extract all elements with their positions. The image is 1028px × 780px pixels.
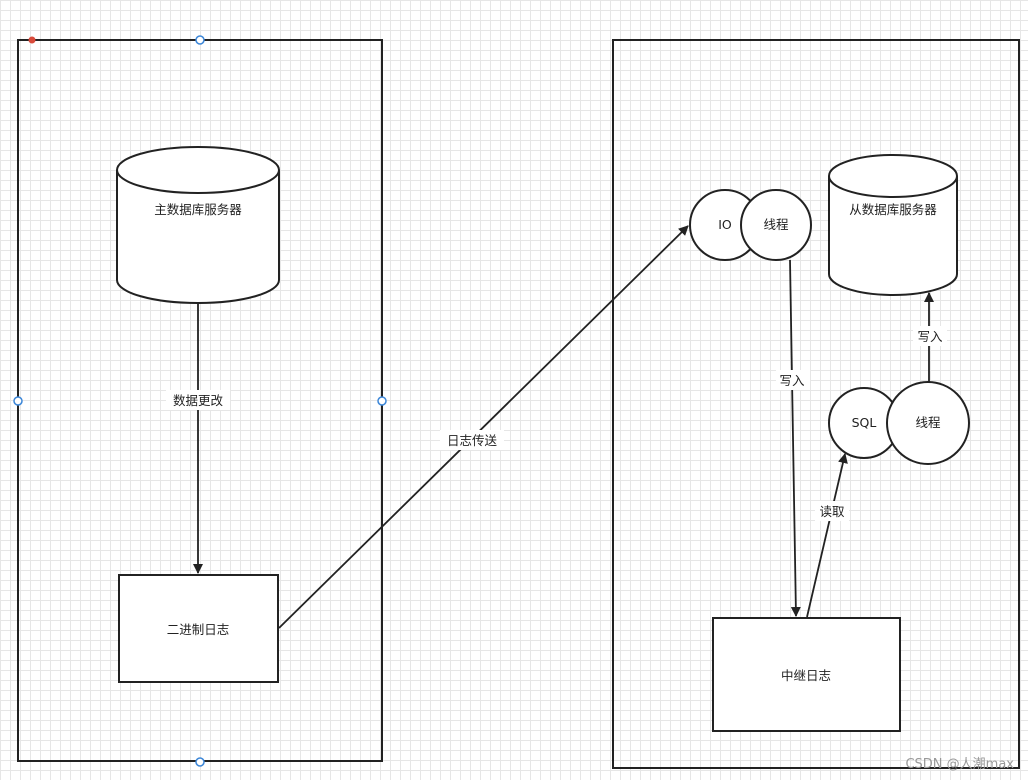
read-label: 读取 bbox=[819, 504, 845, 519]
binlog-box[interactable] bbox=[118, 574, 279, 683]
io-label: IO bbox=[718, 217, 732, 232]
slave-db-cylinder[interactable]: 从数据库服务器 bbox=[828, 154, 958, 296]
sql-thread-circle[interactable] bbox=[886, 381, 970, 465]
master-db-cylinder[interactable]: 主数据库服务器 bbox=[116, 146, 280, 304]
write-slave-label: 写入 bbox=[917, 329, 943, 344]
watermark: CSDN @人潮max bbox=[905, 757, 1014, 772]
write-relay-label: 写入 bbox=[779, 373, 805, 388]
master-db-label: 主数据库服务器 bbox=[154, 202, 242, 217]
resize-handle-right[interactable] bbox=[377, 396, 387, 406]
read-arrow[interactable] bbox=[806, 453, 848, 618]
write-relay-arrow[interactable] bbox=[789, 259, 801, 617]
sql-thread-label: 线程 bbox=[915, 415, 941, 430]
data-change-label: 数据更改 bbox=[173, 393, 224, 408]
io-thread-label: 线程 bbox=[763, 217, 789, 232]
sql-label: SQL bbox=[852, 415, 877, 430]
log-ship-label: 日志传送 bbox=[447, 433, 498, 448]
resize-handle-bottom[interactable] bbox=[195, 757, 205, 767]
slave-container[interactable] bbox=[612, 39, 1020, 769]
relay-log-box[interactable] bbox=[712, 617, 901, 732]
rotate-handle[interactable] bbox=[28, 36, 36, 44]
io-thread-circle[interactable] bbox=[740, 189, 812, 261]
slave-db-label: 从数据库服务器 bbox=[849, 202, 937, 217]
resize-handle-left[interactable] bbox=[13, 396, 23, 406]
log-ship-arrow[interactable] bbox=[278, 225, 689, 629]
relay-log-label: 中继日志 bbox=[781, 668, 831, 683]
resize-handle-top[interactable] bbox=[195, 35, 205, 45]
binlog-label: 二进制日志 bbox=[167, 622, 230, 637]
